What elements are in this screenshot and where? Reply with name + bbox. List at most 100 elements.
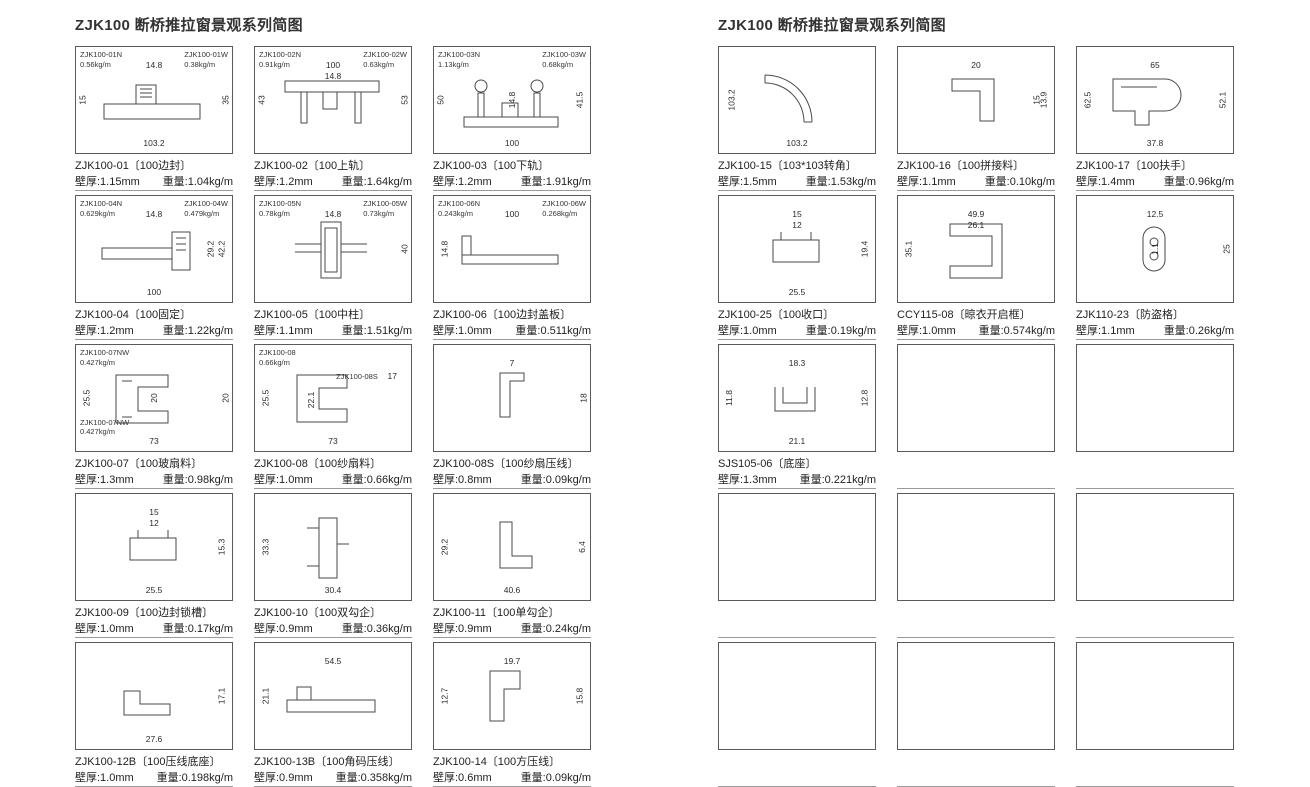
dimension-label: 42.2 <box>216 240 227 258</box>
wall-thickness-value: 壁厚:1.0mm <box>718 325 777 337</box>
wall-thickness-value: 壁厚:1.2mm <box>433 176 492 188</box>
profile-code-label: ZJK100-07〔100玻扇料〕 <box>75 458 203 470</box>
weight-value: 重量:0.511kg/m <box>515 325 591 337</box>
empty-drawing-box <box>718 642 876 750</box>
dimension-label: 12.5 <box>1146 209 1164 219</box>
wall-thickness-value: 壁厚:1.1mm <box>254 325 313 337</box>
weight-value: 重量:0.198kg/m <box>156 772 233 784</box>
dimension-label: 17.1 <box>216 687 227 705</box>
single-hook-cross-section <box>499 521 533 569</box>
bottom-rail-cross-section <box>463 79 559 128</box>
wall-thickness-value: 壁厚:1.0mm <box>75 772 134 784</box>
dimension-label: 21.1 <box>788 436 806 446</box>
open-frame-cross-section <box>949 223 1003 279</box>
empty-drawing-box <box>1076 642 1234 750</box>
empty-placeholder <box>719 643 875 749</box>
profile-code-label: ZJK100-17〔100扶手〕 <box>1076 160 1193 172</box>
weight-value: 重量:0.10kg/m <box>984 176 1055 188</box>
profile-spec-row: 壁厚:1.2mm 重量:1.64kg/m <box>254 172 412 191</box>
profile-code-label: ZJK100-16〔100拼接料〕 <box>897 160 1025 172</box>
weight-value: 重量:0.66kg/m <box>341 474 412 486</box>
top-rail-cross-section <box>284 80 380 124</box>
dimension-label: 73 <box>149 436 159 446</box>
wall-thickness-value: 壁厚:1.15mm <box>75 176 140 188</box>
empty-drawing-box <box>718 493 876 601</box>
wall-thickness-value: 壁厚:1.0mm <box>254 474 313 486</box>
section-title: ZJK100 断桥推拉窗景观系列简图 <box>718 17 946 34</box>
corner-press-cross-section <box>286 686 376 713</box>
dimension-label: 54.5 <box>324 656 342 666</box>
weight-value: 重量:1.64kg/m <box>341 176 412 188</box>
lock-slot-cross-section <box>129 530 177 561</box>
weight-value: 重量:1.22kg/m <box>162 325 233 337</box>
dimension-label: 21.1 <box>260 687 271 705</box>
dimension-label: 12 <box>792 220 802 230</box>
dimension-label: 40.6 <box>503 585 521 595</box>
dimension-label: 12.7 <box>439 687 450 705</box>
dimension-label: 15 <box>149 507 159 517</box>
wall-thickness-value: 壁厚:1.2mm <box>75 325 134 337</box>
joiner-cross-section <box>951 78 995 122</box>
dimension-label: 40 <box>399 244 410 254</box>
seat-cross-section <box>774 387 816 412</box>
dimension-label: 20 <box>149 393 159 403</box>
profile-code-label <box>718 601 876 619</box>
profile-spec-row <box>1076 470 1234 489</box>
wall-thickness-value: 壁厚:0.9mm <box>254 772 313 784</box>
dimension-label: 29.2 <box>439 538 450 556</box>
wall-thickness-value: 壁厚:1.2mm <box>254 176 313 188</box>
profile-drawing-box: 7 18 <box>433 344 591 452</box>
weight-value: 重量:0.17kg/m <box>162 623 233 635</box>
empty-drawing-box <box>1076 493 1234 601</box>
profile-spec-row <box>897 768 1055 787</box>
empty-placeholder <box>1077 345 1233 451</box>
dimension-label: 19.7 <box>503 656 521 666</box>
lock-slot-cross-section <box>772 232 820 263</box>
wall-thickness-value: 壁厚:1.3mm <box>75 474 134 486</box>
profile-cell <box>897 344 1055 489</box>
dimension-label: 27.6 <box>145 734 163 744</box>
dimension-label: 37.8 <box>1146 138 1164 148</box>
double-hook-cross-section <box>307 517 349 579</box>
dimension-label: 12.8 <box>859 389 870 407</box>
dimension-label: 14.8 <box>145 209 163 219</box>
dimension-label: 18 <box>578 393 589 403</box>
dimension-label: 15 <box>1031 95 1042 105</box>
profile-code-label: ZJK100-06〔100边封盖板〕 <box>433 309 572 321</box>
screen-sash-cross-section <box>296 374 348 423</box>
empty-placeholder <box>1077 494 1233 600</box>
dimension-label: 33.3 <box>260 538 271 556</box>
profile-cell <box>718 642 876 787</box>
profile-code-label <box>897 601 1055 619</box>
wall-thickness-value: 壁厚:0.8mm <box>433 474 492 486</box>
profile-spec-row: 壁厚:1.0mm 重量:0.198kg/m <box>75 768 233 787</box>
empty-placeholder <box>719 494 875 600</box>
dimension-label: 7 <box>509 358 515 368</box>
